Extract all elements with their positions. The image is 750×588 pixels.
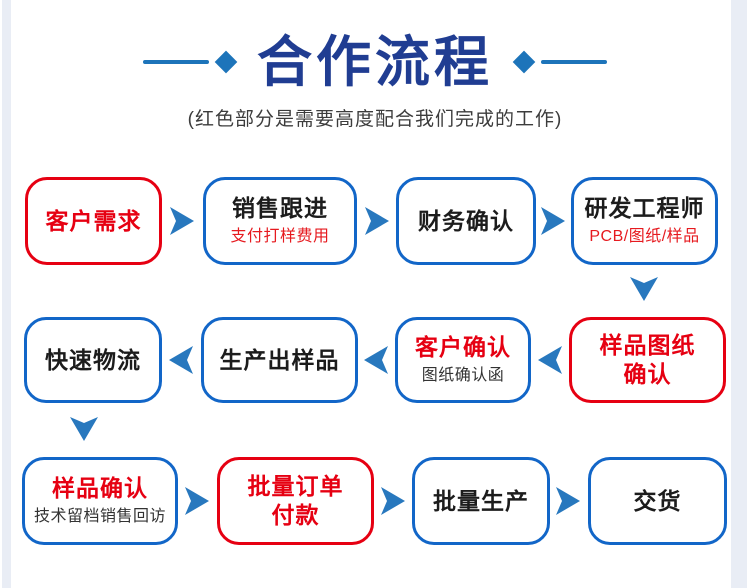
page-title: 合作流程: [256, 31, 493, 93]
node-label: 客户确认: [415, 334, 511, 360]
arrow-left-icon: [168, 345, 194, 375]
arrow-right-icon: [540, 206, 566, 236]
arrow-left-icon: [363, 345, 389, 375]
node-fast-logistics: 快速物流: [24, 317, 162, 403]
node-label: 样品图纸 确认: [599, 332, 696, 387]
arrow-right-icon: [184, 486, 210, 516]
node-sublabel: 技术留档销售回访: [33, 508, 166, 525]
node-label: 批量生产: [433, 487, 529, 514]
node-label: 销售跟进: [232, 195, 328, 221]
page-subtitle: (红色部分是需要高度配合我们完成的工作): [187, 109, 563, 130]
node-sublabel: 支付打样费用: [230, 228, 330, 245]
node-sublabel: PCB/图纸/样品: [589, 228, 700, 245]
node-customer-confirm: 客户确认 图纸确认函: [395, 317, 531, 403]
node-sales-followup: 销售跟进 支付打样费用: [203, 177, 357, 265]
node-label: 客户需求: [45, 207, 142, 234]
node-label: 生产出样品: [219, 346, 340, 373]
title-banner: 合作流程: [0, 24, 750, 100]
node-label: 样品确认: [52, 475, 148, 501]
arrow-down-icon: [69, 416, 99, 442]
node-sublabel: 图纸确认函: [421, 367, 505, 384]
arrow-left-icon: [537, 345, 563, 375]
title-rule-left: [142, 60, 209, 64]
left-edge-strip: [2, 0, 11, 588]
node-customer-demand: 客户需求: [25, 177, 162, 265]
node-label: 财务确认: [418, 207, 514, 234]
node-label: 研发工程师: [584, 195, 705, 221]
arrow-right-icon: [364, 206, 390, 236]
node-rd-engineer: 研发工程师 PCB/图纸/样品: [571, 177, 718, 265]
node-produce-sample: 生产出样品: [201, 317, 358, 403]
node-sample-drawing-confirm: 样品图纸 确认: [569, 317, 726, 403]
node-label: 批量订单 付款: [247, 473, 344, 528]
node-label: 快速物流: [45, 346, 141, 373]
arrow-down-icon: [629, 276, 659, 302]
node-sample-confirm: 样品确认 技术留档销售回访: [22, 457, 178, 545]
title-rule-right: [541, 60, 607, 64]
node-label: 交货: [633, 487, 682, 514]
node-bulk-order-payment: 批量订单 付款: [217, 457, 374, 545]
arrow-right-icon: [555, 486, 581, 516]
node-finance-confirm: 财务确认: [396, 177, 536, 265]
right-edge-strip: [731, 0, 747, 588]
node-bulk-production: 批量生产: [412, 457, 550, 545]
diamond-icon: [512, 50, 536, 74]
arrow-right-icon: [169, 206, 195, 236]
node-delivery: 交货: [588, 457, 727, 545]
arrow-right-icon: [380, 486, 406, 516]
diamond-icon: [214, 50, 238, 74]
